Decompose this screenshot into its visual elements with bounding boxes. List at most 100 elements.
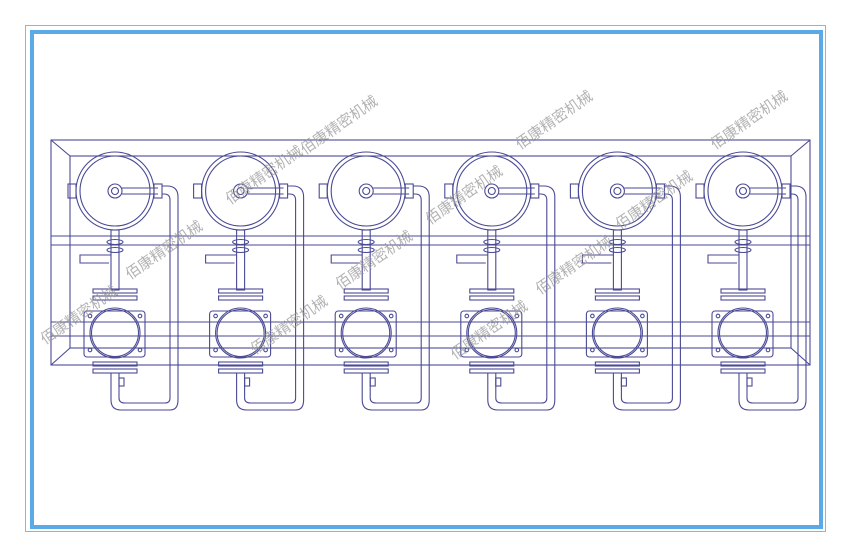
flange-bottom [594, 361, 640, 367]
drain-cap [495, 377, 502, 387]
drum-hub [233, 183, 249, 199]
bracket-right [153, 183, 163, 199]
flange-bottom [720, 361, 766, 367]
watermark-text: 佰康精密机械 [447, 297, 531, 363]
flange-bottom [92, 368, 138, 374]
coupling [483, 246, 501, 254]
bolt [338, 313, 344, 319]
return-pipe-inner [746, 193, 799, 404]
drain-cap [369, 377, 376, 387]
base-frame-inner [69, 155, 792, 349]
valve-body [83, 310, 146, 358]
bracket-left [193, 183, 203, 199]
watermark-text: 佰康精密机械 [707, 87, 791, 153]
coupling [608, 238, 626, 246]
drum-rim [330, 155, 402, 227]
flange-bottom [218, 368, 264, 374]
bolt [338, 347, 344, 353]
flange-bottom [218, 361, 264, 367]
drum-rim [205, 155, 277, 227]
drum-hub [107, 183, 123, 199]
drum-rim [707, 155, 779, 227]
flange-top [720, 295, 766, 301]
drum-hub-inner [110, 186, 120, 196]
drum-hub [609, 183, 625, 199]
coupling [734, 246, 752, 254]
unit-3 [318, 151, 430, 411]
riser-pipe [487, 229, 497, 291]
flange-top [92, 288, 138, 294]
flange-bottom [92, 361, 138, 367]
bolt [87, 313, 93, 319]
valve-ball-inner [718, 308, 768, 358]
bolt [640, 347, 645, 353]
bolt [464, 313, 470, 319]
bolt [464, 347, 470, 353]
flange-top [343, 295, 389, 301]
bolt [765, 313, 771, 319]
valve-ball [466, 307, 518, 359]
branch-pipe [707, 254, 739, 264]
bracket-right [404, 183, 414, 199]
drum-hub-inner [236, 186, 245, 196]
bolt [640, 313, 645, 319]
drum-rim [456, 155, 528, 227]
flange-top [218, 288, 264, 294]
flange-top [720, 288, 766, 294]
unit-6 [695, 151, 807, 411]
watermark-text: 佰康精密机械 [122, 217, 206, 283]
bolt [590, 347, 595, 353]
coupling [357, 238, 375, 246]
return-pipe-inner [369, 193, 422, 404]
drum-hub-inner [487, 186, 496, 196]
bolt [263, 347, 268, 353]
drum [703, 151, 783, 231]
bolt [715, 347, 721, 353]
drum-rim [79, 155, 151, 227]
bracket-left [318, 183, 328, 199]
return-pipe-inner [118, 193, 171, 404]
valve-body [585, 310, 648, 358]
bolt [213, 313, 218, 319]
drum-hub-inner [362, 186, 371, 196]
return-pipe [738, 185, 807, 411]
flange-top [594, 295, 640, 301]
flange-bottom [469, 361, 515, 367]
drain-cap [620, 377, 627, 387]
drum [75, 151, 155, 231]
valve-ball-inner [593, 308, 642, 358]
coupling [232, 238, 250, 246]
valve-ball-inner [90, 308, 140, 358]
return-pipe-inner [620, 193, 673, 404]
riser-pipe [738, 229, 748, 291]
bolt [87, 347, 93, 353]
flange-top [594, 288, 640, 294]
base-frame-outer [50, 139, 811, 366]
return-pipe-inner [495, 193, 548, 404]
outer-border [25, 25, 826, 532]
watermark-text: 佰康精密机械 [297, 92, 381, 158]
valve-body [711, 310, 774, 358]
return-pipe-inner [244, 193, 297, 404]
drum-hub-inner [613, 186, 622, 196]
valve-ball [215, 307, 267, 359]
flange-bottom [720, 368, 766, 374]
bolt [137, 347, 143, 353]
valve-ball [717, 307, 769, 359]
bolt [514, 347, 520, 353]
branch-pipe [205, 254, 237, 264]
bolt [388, 347, 394, 353]
valve-body [334, 310, 397, 358]
flange-top [343, 288, 389, 294]
branch-pipe [581, 254, 614, 264]
bracket-left [695, 183, 705, 199]
valve-ball-inner [467, 308, 516, 358]
flange-bottom [594, 368, 640, 374]
drum-hub-inner [738, 186, 748, 196]
inner-border [30, 30, 823, 529]
riser-pipe [110, 229, 120, 291]
bracket-right [781, 183, 791, 199]
flange-bottom [343, 361, 389, 367]
drum-hub [484, 183, 500, 199]
